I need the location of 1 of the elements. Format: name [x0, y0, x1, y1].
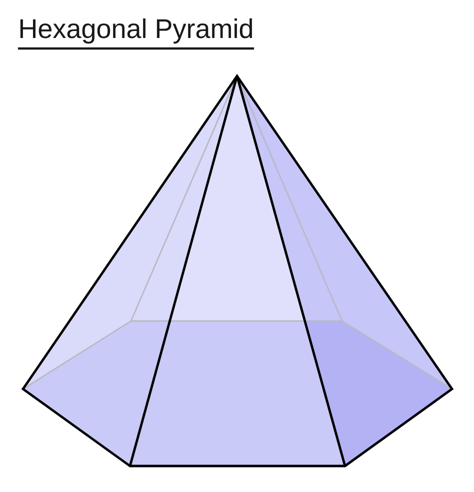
- title: Hexagonal Pyramid: [20, 18, 252, 44]
